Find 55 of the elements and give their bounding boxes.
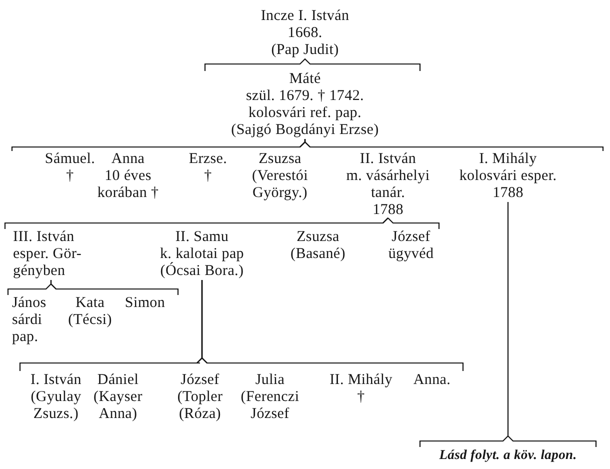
person-details: kolosvári esper. — [459, 168, 557, 185]
person-name: II. István — [360, 151, 416, 168]
bracket-line — [201, 280, 464, 371]
person-details: (Ócsai Bora.) — [160, 263, 244, 280]
person-details: sárdi pap. — [12, 312, 44, 346]
person-details: szül. 1679. † 1742. — [246, 88, 364, 105]
person-details: m. vásárhelyi tanár. — [345, 168, 431, 202]
person-name: Anna. — [413, 372, 451, 389]
person-details: kolosvári ref. pap. — [248, 105, 362, 122]
person-details: 1668. — [288, 25, 322, 42]
bracket-line — [204, 58, 421, 72]
person-details: 1788 — [372, 202, 404, 219]
person-name: II. Mihály — [330, 372, 392, 389]
person-name: I. Mihály — [479, 151, 537, 168]
bracket-line — [304, 138, 604, 151]
person-name: József — [180, 372, 220, 389]
person-name: Erzse. — [188, 151, 228, 168]
person-name: Dániel — [97, 372, 139, 389]
person-details: (Kayser Anna) — [92, 389, 144, 423]
bracket-line — [419, 201, 597, 448]
person-name: Zsuzsa — [296, 229, 340, 246]
person-name: Kata — [75, 295, 105, 312]
person-details: 1788 — [492, 185, 524, 202]
person-details: 10 éves korában † — [96, 168, 160, 202]
person-details: k. kalotai pap — [160, 246, 244, 262]
person-name: III. István — [13, 229, 74, 246]
bracket-line — [318, 217, 389, 224]
person-details: (Sajgó Bogdányi Erzse) — [231, 122, 379, 139]
person-name: János — [12, 295, 46, 312]
person-name: Máté — [289, 71, 321, 88]
person-name: Julia — [255, 372, 285, 389]
continuation-note: Lásd folyt. a köv. lapon. — [439, 447, 577, 463]
person-details: (Verestói György.) — [251, 168, 309, 202]
person-details: (Técsi) — [68, 312, 112, 329]
person-details: esper. Gör- gényben — [13, 246, 83, 280]
person-details: (Pap Judit) — [271, 42, 339, 59]
person-details: † — [357, 389, 365, 406]
bracket-line — [387, 217, 440, 229]
bracket-line — [50, 280, 179, 295]
person-name: Simon — [124, 295, 166, 312]
person-name: Incze I. István — [260, 8, 350, 25]
person-details: ügyvéd — [388, 246, 434, 263]
person-name: II. Samu — [175, 229, 229, 246]
person-details: (Gyulay Zsuzs.) — [30, 389, 82, 423]
person-name: József — [392, 229, 430, 246]
person-details: (Ferenczi József — [240, 389, 300, 423]
person-name: I. István — [30, 372, 82, 389]
person-details: (Basané) — [290, 246, 346, 263]
person-name: Anna — [111, 151, 145, 168]
person-name: Sámuel. — [44, 151, 96, 168]
person-details: (Topler (Róza) — [176, 389, 224, 423]
person-name: Zsuzsa — [258, 151, 302, 168]
person-details: † — [66, 168, 74, 185]
bracket-line — [280, 139, 306, 148]
person-details: † — [204, 168, 212, 185]
